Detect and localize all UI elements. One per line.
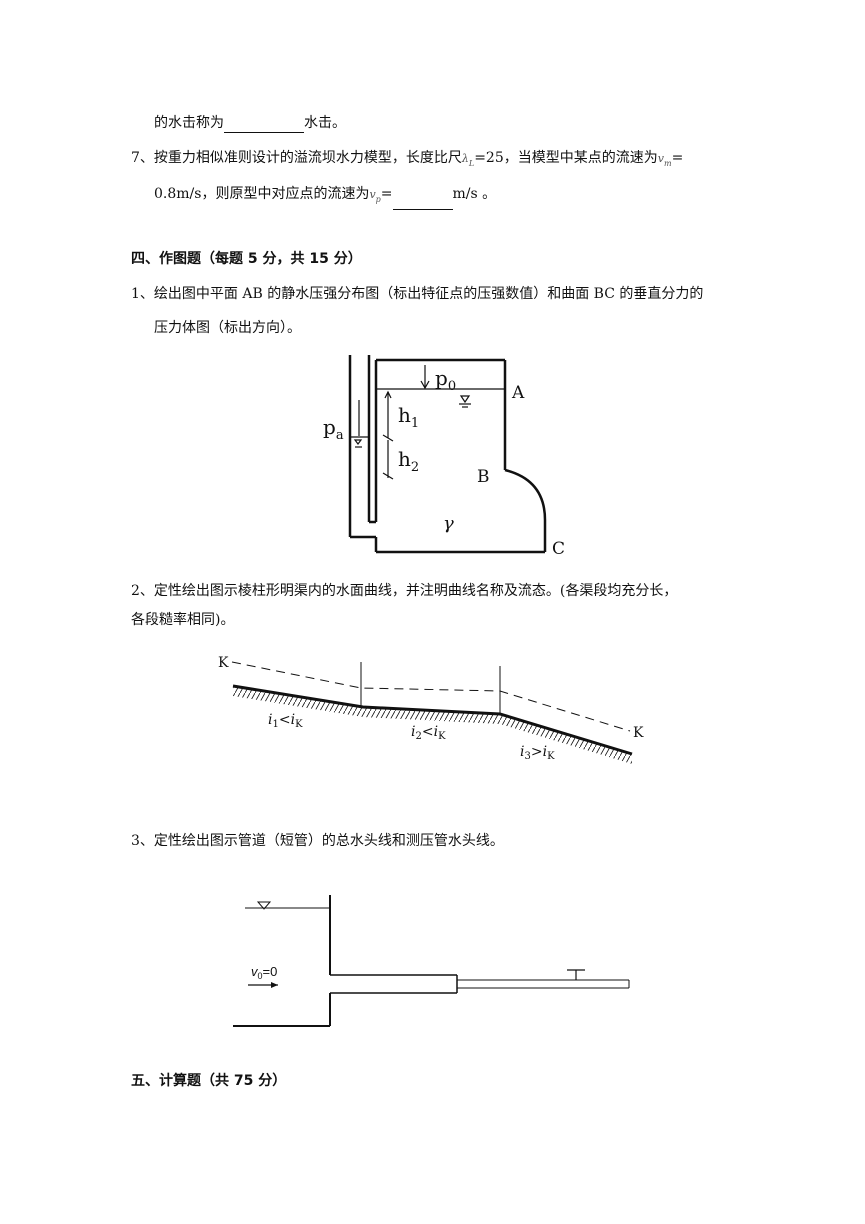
pa-label: pa xyxy=(323,415,344,443)
h1-label: h1 xyxy=(398,403,419,431)
q7-text-1c: = xyxy=(671,150,684,166)
section5-heading: 五、计算题（共 75 分） xyxy=(131,1073,287,1089)
point-c-label: C xyxy=(552,539,565,559)
figure3-pipe: v0=0 xyxy=(233,895,630,1027)
slope3-label: i3>iK xyxy=(520,744,555,762)
lambda-subscript: L xyxy=(468,158,475,168)
q7-text-2c: m/s 。 xyxy=(452,186,497,202)
vm-subscript: m xyxy=(663,158,672,168)
figure2-channel: K K i1<iK i2<iK i3>iK xyxy=(218,655,644,764)
q7-text-1a: 7、按重力相似准则设计的溢流坝水力模型，长度比尺 xyxy=(131,150,462,166)
q7-text-1b: =25，当模型中某点的流速为 xyxy=(474,150,658,166)
figure1-tank: p0 A pa h1 h2 B γ C xyxy=(323,355,565,559)
h2-label: h2 xyxy=(398,447,419,475)
problem2-line1: 2、定性绘出图示棱柱形明渠内的水面曲线，并注明曲线名称及流态。(各渠段均充分长， xyxy=(131,583,678,599)
lambda-symbol: λ xyxy=(461,152,469,165)
q7-text-2b: = xyxy=(380,186,393,202)
problem1-line2: 压力体图（标出方向）。 xyxy=(154,320,301,336)
k-line-right-label: K xyxy=(633,725,644,741)
slope2-label: i2<iK xyxy=(411,724,446,742)
q6-answer-blank[interactable] xyxy=(224,118,304,133)
q7-text-2a: 0.8m/s，则原型中对应点的流速为 xyxy=(154,186,370,202)
vp-subscript: p xyxy=(375,194,381,204)
q6-text-before: 的水击称为 xyxy=(154,115,224,131)
q7-answer-blank[interactable] xyxy=(392,195,453,210)
q7-line2: 0.8m/s，则原型中对应点的流速为vp= m/s 。 xyxy=(154,184,496,210)
vp-symbol: v xyxy=(369,188,376,201)
p0-label: p0 xyxy=(435,366,456,394)
q6-tail: 的水击称为 水击。 xyxy=(154,113,346,133)
point-a-label: A xyxy=(511,383,525,403)
problem3-line1: 3、定性绘出图示管道（短管）的总水头线和测压管水头线。 xyxy=(131,833,504,849)
gamma-label: γ xyxy=(443,513,454,534)
v0-label: v0=0 xyxy=(251,964,277,981)
q7-line1: 7、按重力相似准则设计的溢流坝水力模型，长度比尺λL=25，当模型中某点的流速为… xyxy=(131,148,683,174)
section4-heading: 四、作图题（每题 5 分，共 15 分） xyxy=(131,251,362,267)
k-line-left-label: K xyxy=(218,655,229,671)
vm-symbol: v xyxy=(657,152,664,165)
problem2-line2: 各段糙率相同)。 xyxy=(131,612,235,628)
point-b-label: B xyxy=(477,467,490,487)
slope1-label: i1<iK xyxy=(268,712,303,730)
problem1-line1: 1、绘出图中平面 AB 的静水压强分布图（标出特征点的压强数值）和曲面 BC 的… xyxy=(131,286,704,302)
q6-text-after: 水击。 xyxy=(304,115,346,131)
